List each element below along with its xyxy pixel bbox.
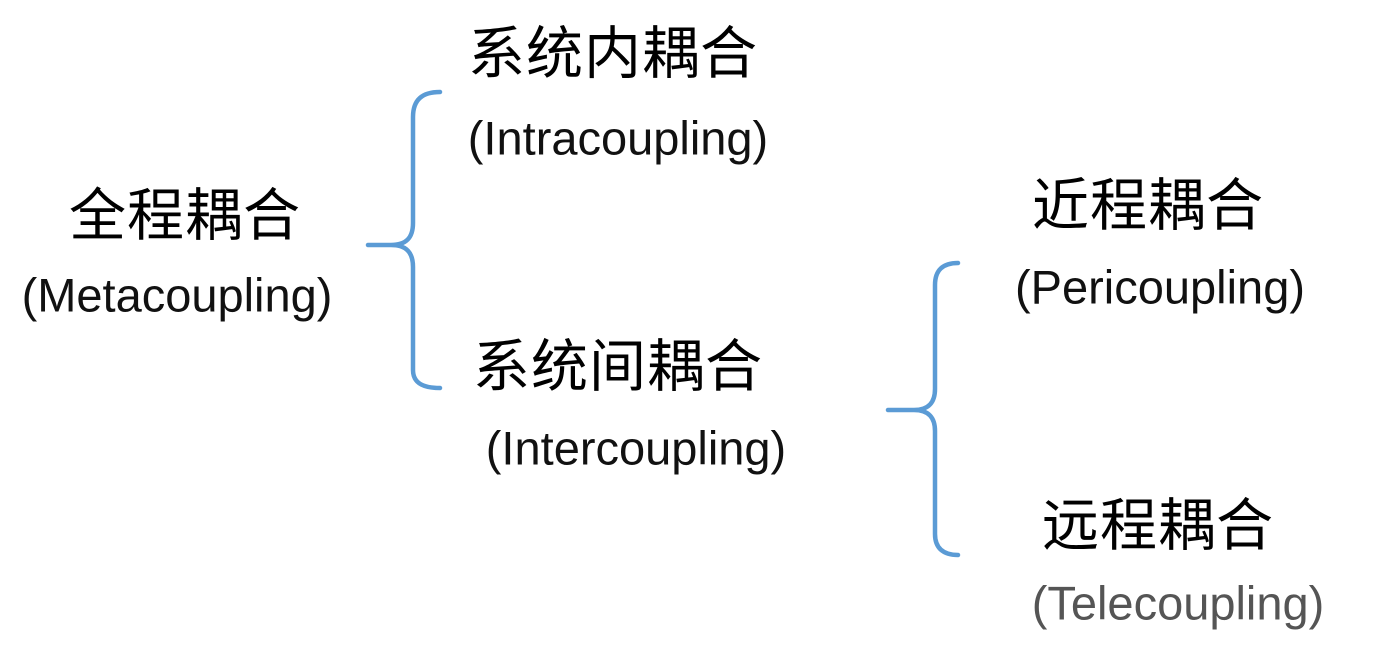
intercoupling-label-zh: 系统间耦合 <box>473 334 763 401</box>
telecoupling-label-en: (Telecoupling) <box>1031 576 1325 630</box>
intracoupling-label-zh: 系统内耦合 <box>468 21 758 88</box>
left-curly-brace-intercoupling-icon <box>885 260 961 558</box>
telecoupling-label-zh: 远程耦合 <box>1042 493 1274 560</box>
pericoupling-label-zh: 近程耦合 <box>1032 173 1264 240</box>
metacoupling-label-en: (Metacoupling) <box>21 268 333 322</box>
pericoupling-label-en: (Pericoupling) <box>1015 260 1305 314</box>
intercoupling-label-en: (Intercoupling) <box>485 421 787 475</box>
intracoupling-label-en: (Intracoupling) <box>467 111 769 165</box>
left-curly-brace-metacoupling-icon <box>365 89 443 391</box>
metacoupling-label-zh: 全程耦合 <box>69 183 301 250</box>
